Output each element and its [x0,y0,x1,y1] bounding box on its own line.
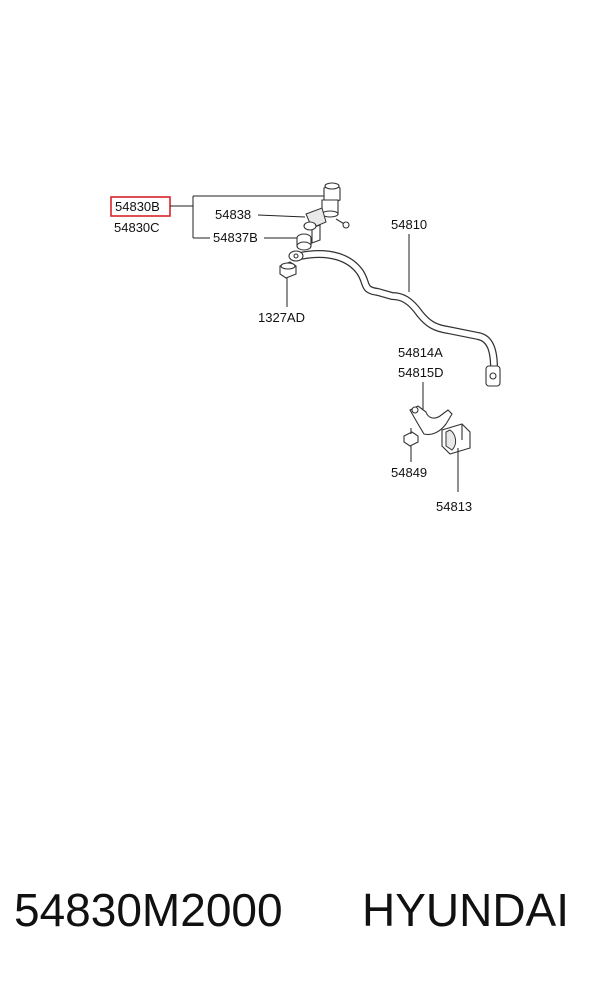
label-54838: 54838 [215,207,251,222]
footer: 54830M2000 HYUNDAI [0,870,600,950]
stabilizer-link-part [303,182,350,244]
nut-part [296,233,312,251]
label-54814a: 54814A [398,345,443,360]
label-54810: 54810 [391,217,427,232]
brand-name: HYUNDAI [362,884,570,936]
bolt-54849-part [403,428,419,447]
bolt-1327ad-part [279,261,297,279]
label-54830c: 54830C [114,220,160,235]
label-54830b[interactable]: 54830B [115,199,160,214]
label-54815d: 54815D [398,365,444,380]
stabilizer-bar-part [288,249,501,387]
label-54849: 54849 [391,465,427,480]
label-54837b: 54837B [213,230,258,245]
label-1327ad: 1327AD [258,310,305,325]
label-54813: 54813 [436,499,472,514]
bracket-part [409,405,453,436]
leader-54838 [257,214,306,218]
bushing-part [441,423,471,455]
part-number-title: 54830M2000 [14,884,283,936]
